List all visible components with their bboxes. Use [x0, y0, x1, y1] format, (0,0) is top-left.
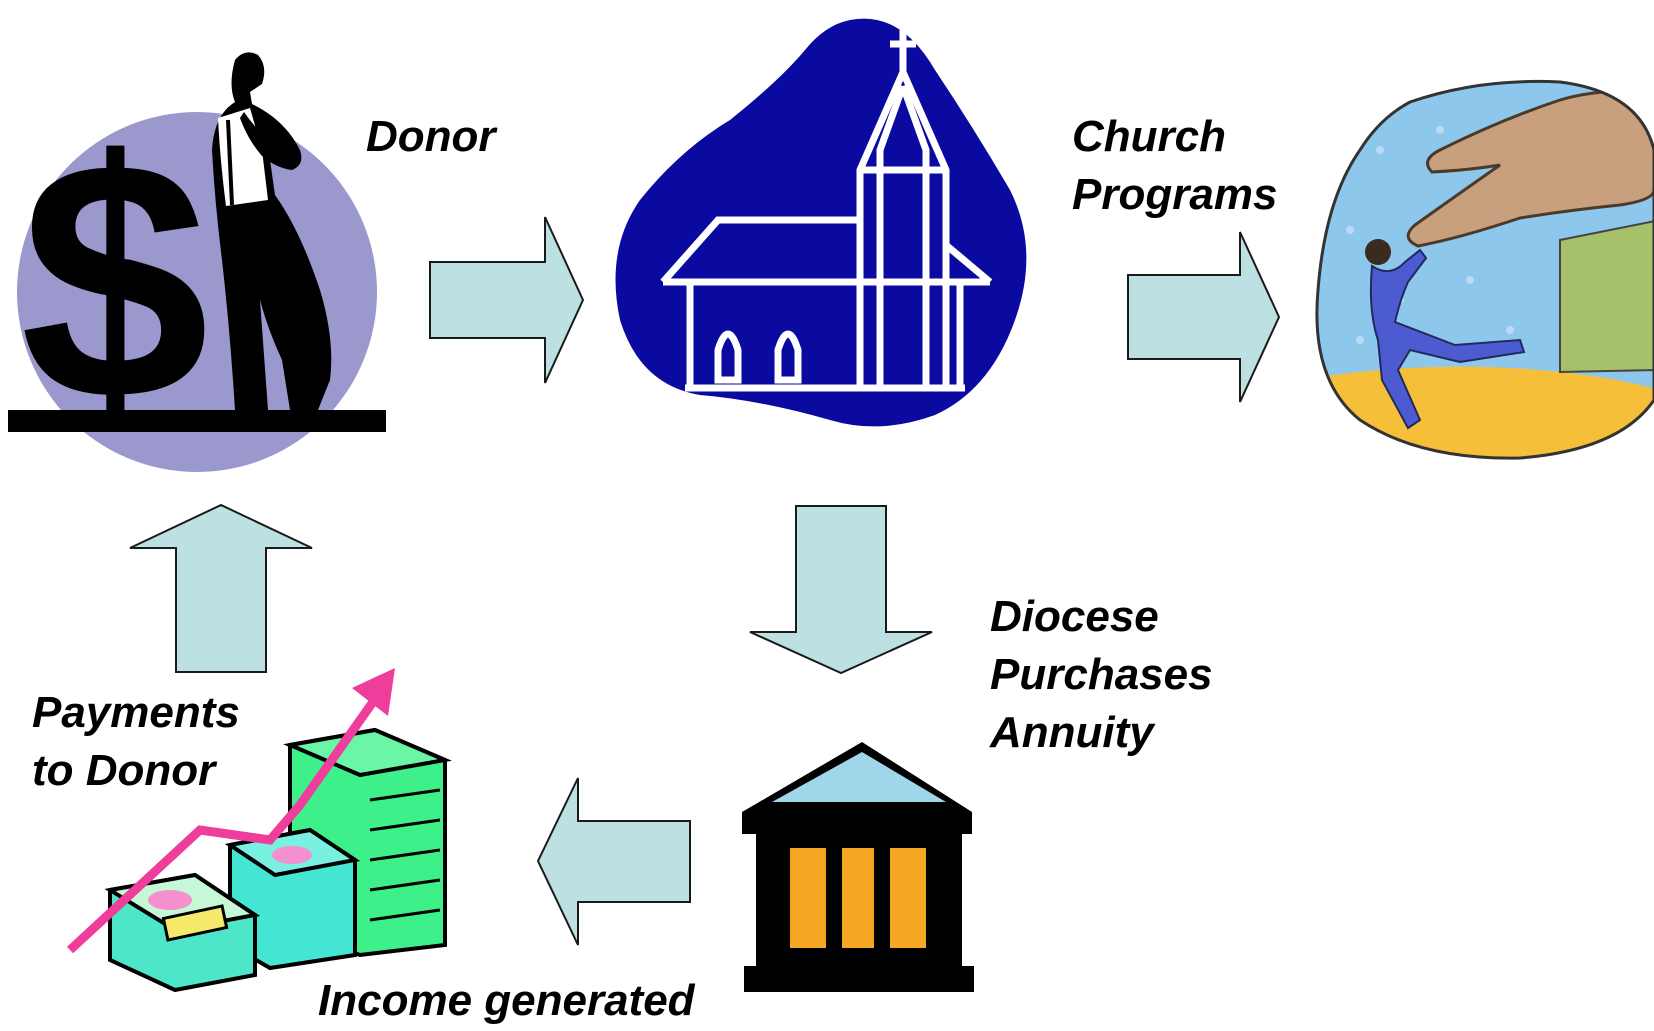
label-church-programs-line-1: Church	[1072, 112, 1226, 161]
svg-text:$: $	[20, 91, 209, 471]
label-payments-line-2: to Donor	[32, 746, 216, 795]
arrow-church-to-annuity	[749, 505, 933, 675]
arrow-donor-to-church	[429, 216, 585, 384]
label-diocese-line-1: Diocese	[990, 592, 1159, 641]
label-donor: Donor	[366, 108, 496, 166]
arrow-annuity-to-income	[536, 777, 691, 946]
label-donor-text: Donor	[366, 112, 496, 161]
label-income-generated: Income generated	[318, 972, 695, 1030]
bank-building-icon	[742, 742, 974, 992]
label-church-programs-line-2: Programs	[1072, 170, 1278, 219]
label-diocese-line-2: Purchases	[990, 650, 1213, 699]
label-payments-to-donor: Payments to Donor	[32, 684, 240, 800]
money-stacks-growth-icon	[66, 668, 452, 993]
arrow-church-to-programs	[1127, 231, 1281, 403]
arrow-income-to-donor	[129, 503, 313, 673]
helping-hand-icon	[1315, 79, 1654, 460]
label-payments-line-1: Payments	[32, 688, 240, 737]
church-icon	[615, 18, 1027, 427]
label-diocese-purchases-annuity: Diocese Purchases Annuity	[990, 588, 1213, 762]
label-diocese-line-3: Annuity	[990, 708, 1154, 757]
dollar-sign-businessman-icon: $	[8, 52, 386, 472]
label-church-programs: Church Programs	[1072, 108, 1277, 224]
flow-arrows	[129, 216, 1281, 946]
label-income-text: Income generated	[318, 976, 695, 1025]
